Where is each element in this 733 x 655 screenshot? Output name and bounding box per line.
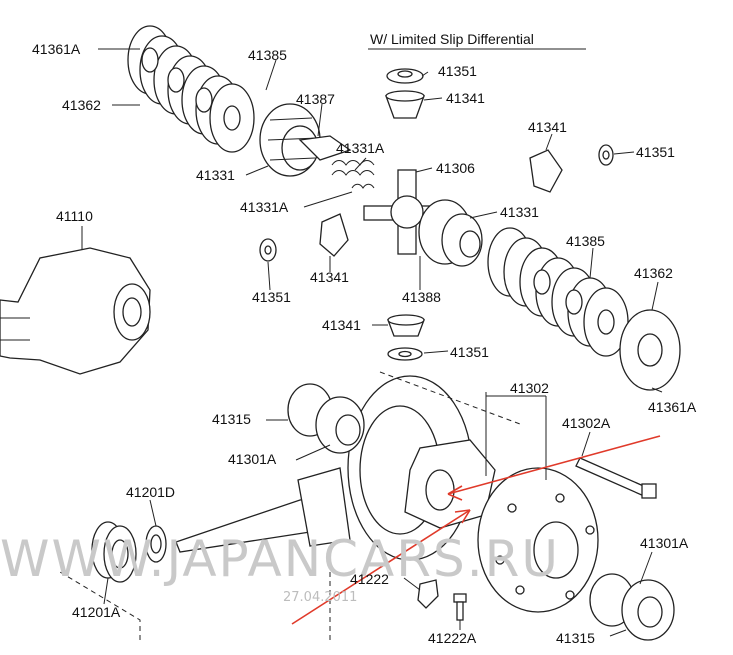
pinion-41341-bottom (387, 314, 425, 337)
pinion-41341-left (319, 213, 349, 257)
watermark-date: 27.04.2011 (283, 590, 357, 605)
spring-41331A (331, 160, 375, 189)
lock-plate-41222 (417, 579, 439, 609)
label-41331-left: 41331 (196, 167, 235, 183)
label-41315-bottom: 41315 (556, 630, 595, 646)
label-41201D: 41201D (126, 484, 175, 500)
spacer-41201D (145, 525, 167, 563)
label-41222A: 41222A (428, 630, 477, 646)
washer-41351-left (259, 238, 277, 262)
label-41351-d: 41351 (450, 344, 489, 360)
diff-case-right (477, 467, 599, 613)
clutch-pack-right (487, 227, 681, 391)
washer-41351-top (386, 68, 424, 84)
washer-41351-right (598, 144, 614, 166)
label-41110: 41110 (56, 208, 93, 224)
label-41302: 41302 (510, 380, 549, 396)
label-41351-c: 41351 (252, 289, 291, 305)
bearing-41201A (91, 521, 137, 583)
label-41387: 41387 (296, 91, 335, 107)
side-gear-right (418, 199, 483, 267)
label-41222: 41222 (350, 571, 389, 587)
label-41388: 41388 (402, 289, 441, 305)
label-41341-d: 41341 (322, 317, 361, 333)
label-41302A: 41302A (562, 415, 611, 431)
label-41331A-a: 41331A (336, 140, 385, 156)
leader-lines (81, 48, 663, 637)
lsd-section-header: W/ Limited Slip Differential (370, 31, 534, 47)
label-41201A: 41201A (72, 604, 121, 620)
label-41351-a: 41351 (438, 63, 477, 79)
bearing-41315-top (287, 383, 365, 454)
pinion-41341-top (385, 90, 425, 119)
label-41331-right: 41331 (500, 204, 539, 220)
label-41351-b: 41351 (636, 144, 675, 160)
pressure-ring (298, 135, 352, 161)
label-41341-c: 41341 (310, 269, 349, 285)
label-41301A-left: 41301A (228, 451, 277, 467)
side-gear-left (259, 103, 321, 177)
clutch-pack-left (127, 25, 255, 153)
carrier-housing (0, 247, 151, 375)
label-41385-right: 41385 (566, 233, 605, 249)
label-41301A-right: 41301A (640, 535, 689, 551)
label-41361A-top: 41361A (32, 41, 81, 57)
diff-case-left (404, 439, 496, 529)
bolt-41302A (575, 457, 657, 499)
part-labels: 41361A 41362 41385 41387 41331 41331A 41… (32, 41, 697, 646)
label-41341-b: 41341 (528, 119, 567, 135)
label-41341-a: 41341 (446, 90, 485, 106)
label-41315-top: 41315 (212, 411, 251, 427)
label-41362-right: 41362 (634, 265, 673, 281)
washer-41351-bottom (387, 347, 423, 361)
watermark-text: WWW.JAPANCARS.RU (0, 530, 560, 588)
label-41361A-right: 41361A (648, 399, 697, 415)
drive-pinion (175, 467, 351, 553)
pinion-41341-right (529, 149, 563, 193)
bearing-41301A-right (589, 573, 675, 641)
label-41362-top: 41362 (62, 97, 101, 113)
label-41385-top: 41385 (248, 47, 287, 63)
label-41306: 41306 (436, 160, 475, 176)
bolt-41222A (453, 593, 467, 621)
red-annotation (291, 435, 661, 625)
label-41331A-b: 41331A (240, 199, 289, 215)
